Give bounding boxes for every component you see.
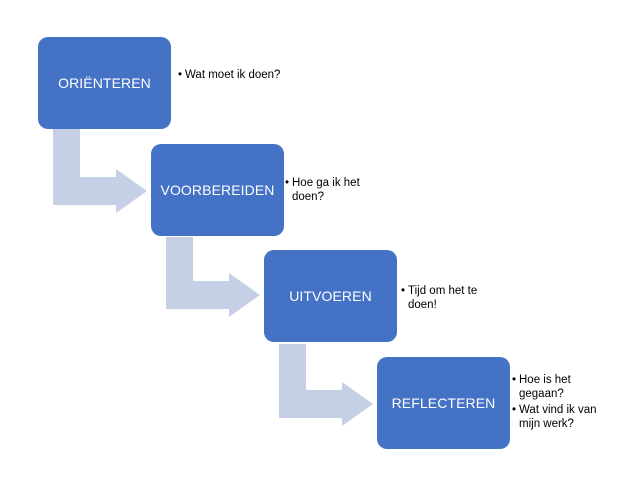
note-item: •Hoe is het gegaan? <box>512 374 571 400</box>
step-box-orienteren: ORIËNTEREN <box>38 37 171 129</box>
arrow-step1-to-step2 <box>53 129 147 213</box>
step-label-voorbereiden: VOORBEREIDEN <box>160 182 275 198</box>
note-item: •Wat vind ik van mijn werk? <box>512 404 597 430</box>
arrow-step3-to-step4 <box>279 344 373 426</box>
step-label-reflecteren: REFLECTEREN <box>391 395 496 411</box>
step-label-uitvoeren: UITVOEREN <box>289 288 372 304</box>
step-box-reflecteren: REFLECTEREN <box>377 357 510 449</box>
arrow-step2-to-step3 <box>166 237 260 317</box>
notes-orienteren: •Wat moet ik doen? <box>178 68 288 84</box>
step-label-orienteren: ORIËNTEREN <box>58 75 151 91</box>
step-box-uitvoeren: UITVOEREN <box>264 250 397 342</box>
notes-reflecteren: •Hoe is het gegaan? •Wat vind ik van mij… <box>512 373 597 433</box>
notes-uitvoeren: •Tijd om het te doen! <box>401 284 501 314</box>
notes-voorbereiden: •Hoe ga ik het doen? <box>285 176 380 206</box>
note-item: •Tijd om het te doen! <box>401 285 478 311</box>
note-item: •Wat moet ik doen? <box>178 69 281 81</box>
note-item: •Hoe ga ik het doen? <box>285 177 360 203</box>
step-box-voorbereiden: VOORBEREIDEN <box>151 144 284 236</box>
